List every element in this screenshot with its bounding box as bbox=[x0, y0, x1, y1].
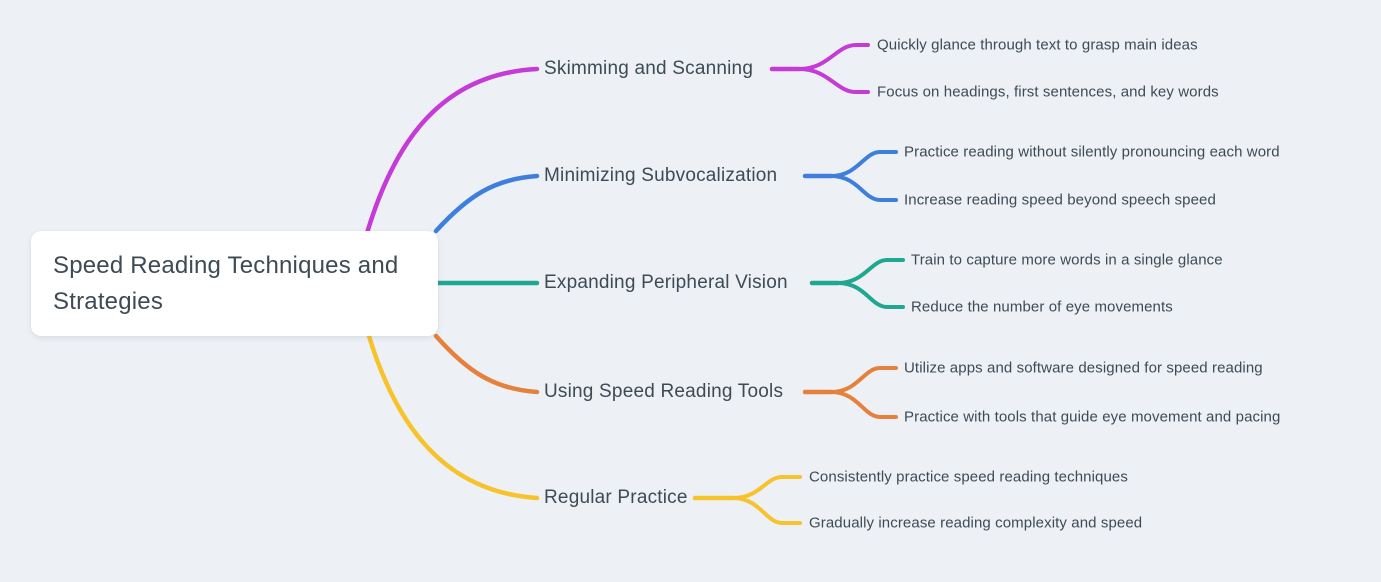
leaf-node-peripheral-2[interactable]: Reduce the number of eye movements bbox=[911, 298, 1173, 316]
branch-curve-tools bbox=[433, 333, 540, 395]
leaf-curve-subvocalization-2 bbox=[829, 174, 898, 202]
leaf-curve-tools-1 bbox=[829, 366, 898, 394]
leaf-curve-tools-2 bbox=[829, 390, 898, 419]
leaf-node-skimming-2[interactable]: Focus on headings, first sentences, and … bbox=[877, 83, 1219, 101]
branch-node-peripheral[interactable]: Expanding Peripheral Vision bbox=[544, 272, 788, 293]
leaf-node-subvocalization-2[interactable]: Increase reading speed beyond speech spe… bbox=[904, 191, 1216, 209]
leaf-node-tools-2[interactable]: Practice with tools that guide eye movem… bbox=[904, 408, 1281, 426]
branch-curve-practice bbox=[366, 333, 540, 501]
leaf-curve-skimming-2 bbox=[797, 67, 870, 94]
branch-node-tools[interactable]: Using Speed Reading Tools bbox=[544, 381, 784, 402]
leaf-node-skimming-1[interactable]: Quickly glance through text to grasp mai… bbox=[877, 36, 1198, 54]
root-node[interactable]: Speed Reading Techniques and Strategies bbox=[31, 231, 438, 336]
branch-curve-skimming bbox=[364, 66, 540, 236]
leaf-curve-practice-1 bbox=[731, 475, 802, 500]
leaf-curve-peripheral-2 bbox=[836, 281, 905, 309]
leaf-node-practice-2[interactable]: Gradually increase reading complexity an… bbox=[809, 514, 1143, 532]
leaf-curve-practice-2 bbox=[731, 496, 802, 525]
branch-curve-subvocalization bbox=[433, 173, 540, 234]
leaf-node-peripheral-1[interactable]: Train to capture more words in a single … bbox=[911, 251, 1223, 269]
leaf-curve-peripheral-1 bbox=[836, 258, 905, 285]
branch-node-practice[interactable]: Regular Practice bbox=[544, 487, 688, 508]
leaf-node-practice-1[interactable]: Consistently practice speed reading tech… bbox=[809, 468, 1128, 486]
leaf-curve-subvocalization-1 bbox=[829, 150, 898, 178]
leaf-curve-skimming-1 bbox=[797, 43, 870, 71]
leaf-node-subvocalization-1[interactable]: Practice reading without silently pronou… bbox=[904, 143, 1280, 161]
branch-node-subvocalization[interactable]: Minimizing Subvocalization bbox=[544, 165, 778, 186]
root-node-label: Speed Reading Techniques and Strategies bbox=[53, 251, 399, 315]
leaf-node-tools-1[interactable]: Utilize apps and software designed for s… bbox=[904, 359, 1263, 377]
branch-node-skimming[interactable]: Skimming and Scanning bbox=[544, 58, 754, 79]
